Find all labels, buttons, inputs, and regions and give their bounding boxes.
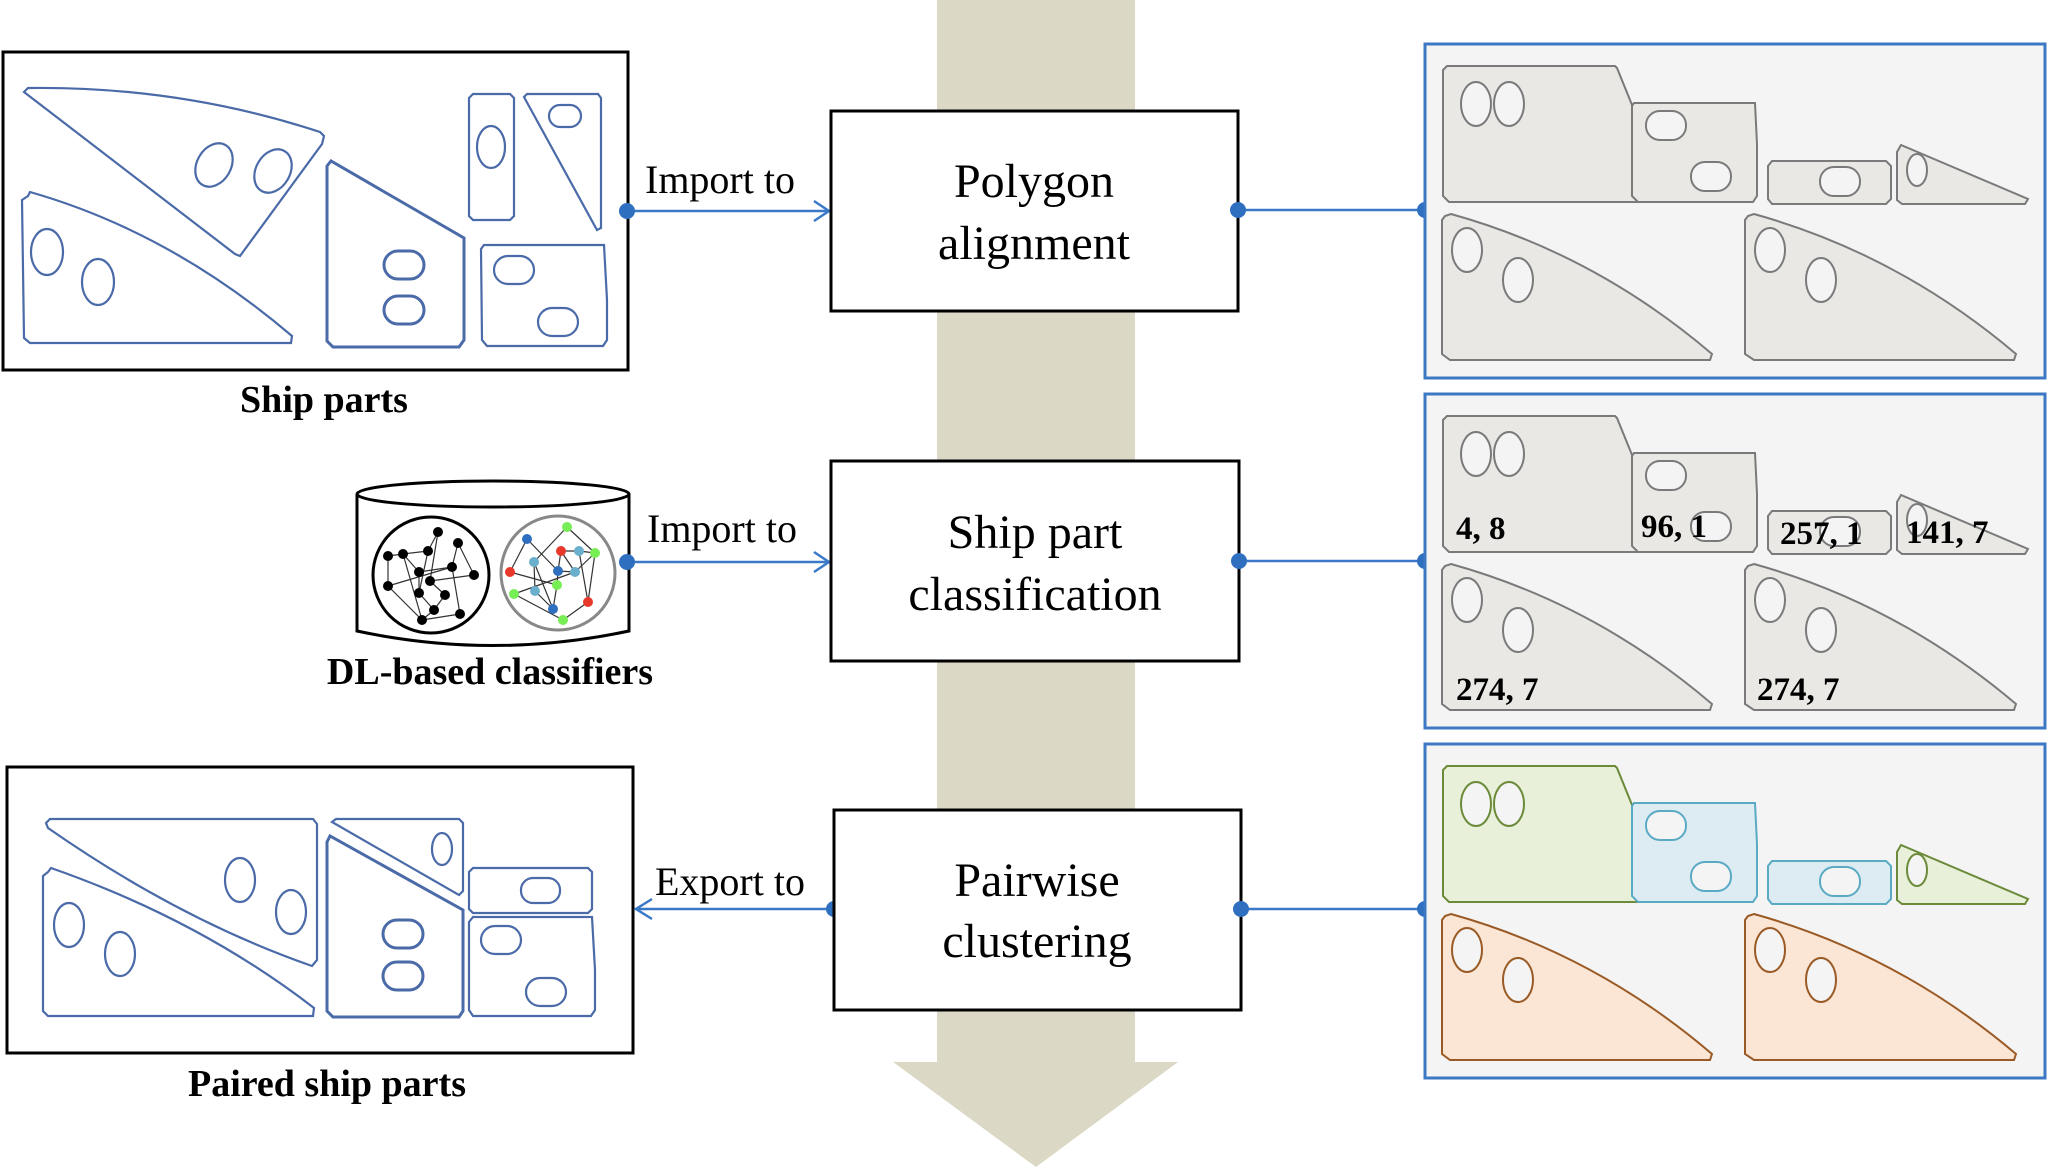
label-small-rect: 257, 1 bbox=[1780, 516, 1863, 552]
classification-labels: 4, 8 96, 1 257, 1 141, 7 274, 7 274, 7 bbox=[1456, 509, 1989, 708]
part-triangle bbox=[1896, 143, 2030, 205]
graph-node bbox=[423, 546, 433, 556]
graph-node bbox=[590, 548, 600, 558]
graph-node bbox=[552, 580, 562, 590]
graph-node bbox=[429, 605, 439, 615]
step-polygon-alignment: Polygon alignment bbox=[829, 109, 1240, 313]
import-to-label-1: Import to bbox=[645, 157, 795, 202]
part-curve-left bbox=[1441, 912, 1714, 1061]
step-1-line-1: Polygon bbox=[954, 155, 1114, 208]
ship-part-thin-triangle bbox=[522, 92, 603, 232]
label-trapezoid: 4, 8 bbox=[1456, 511, 1506, 547]
part-curve-right bbox=[1744, 562, 2018, 711]
classified-parts-panel bbox=[1423, 392, 2047, 730]
graph-node bbox=[414, 588, 424, 598]
label-curve-left: 274, 7 bbox=[1456, 672, 1539, 708]
ship-part-curved bbox=[20, 190, 294, 345]
part-curve-left bbox=[1441, 562, 1714, 711]
graph-node bbox=[548, 604, 558, 614]
graph-node bbox=[562, 522, 572, 532]
graph-network-black bbox=[383, 527, 479, 625]
step-pairwise-clustering: Pairwise clustering bbox=[832, 808, 1243, 1012]
graph-node bbox=[417, 615, 427, 625]
connector-right-2 bbox=[1231, 553, 1433, 569]
graph-node bbox=[455, 609, 465, 619]
part-small-rect bbox=[1767, 510, 1892, 555]
part-square bbox=[1631, 802, 1758, 903]
step-3-line-1: Pairwise bbox=[954, 854, 1119, 907]
ship-parts-caption: Ship parts bbox=[240, 379, 408, 421]
graph-node bbox=[398, 549, 408, 559]
part-small-rect bbox=[1767, 860, 1892, 905]
graph-node bbox=[522, 534, 532, 544]
paired-part-curved bbox=[41, 866, 316, 1018]
connector-right-3 bbox=[1233, 901, 1433, 917]
part-curve-right bbox=[1744, 212, 2018, 361]
graph-node bbox=[529, 557, 539, 567]
paired-ship-parts-caption: Paired ship parts bbox=[188, 1063, 466, 1105]
part-triangle bbox=[1896, 843, 2030, 905]
ship-parts-panel bbox=[1, 50, 630, 372]
paired-part-bevel bbox=[325, 833, 465, 1019]
graph-node bbox=[447, 562, 457, 572]
graph-node bbox=[469, 570, 479, 580]
graph-node bbox=[383, 551, 393, 561]
label-square: 96, 1 bbox=[1641, 509, 1707, 545]
graph-node bbox=[440, 590, 450, 600]
graph-node bbox=[556, 546, 566, 556]
classifier-database-icon bbox=[355, 479, 631, 647]
part-curve-right bbox=[1744, 912, 2018, 1061]
part-trapezoid bbox=[1442, 415, 1671, 553]
connector-import-1 bbox=[619, 199, 832, 223]
graph-node bbox=[433, 527, 443, 537]
graph-node bbox=[574, 546, 584, 556]
graph-node bbox=[530, 586, 540, 596]
paired-part-small-rect bbox=[467, 866, 594, 915]
graph-node bbox=[505, 567, 515, 577]
graph-node bbox=[558, 615, 568, 625]
step-3-line-2: clustering bbox=[942, 915, 1131, 968]
import-to-label-2: Import to bbox=[647, 506, 797, 551]
connector-right-1 bbox=[1230, 202, 1433, 218]
label-curve-right: 274, 7 bbox=[1757, 672, 1840, 708]
part-square bbox=[1631, 452, 1758, 553]
step-ship-part-classification: Ship part classification bbox=[829, 459, 1241, 663]
paired-ship-parts-panel bbox=[5, 765, 635, 1055]
paired-part-triangle bbox=[330, 817, 465, 897]
graph-node bbox=[553, 566, 563, 576]
graph-node bbox=[583, 597, 593, 607]
aligned-parts-panel bbox=[1423, 42, 2047, 380]
graph-node bbox=[383, 581, 393, 591]
paired-part-plate bbox=[467, 915, 597, 1018]
part-trapezoid bbox=[1442, 65, 1671, 203]
clustered-parts-panel bbox=[1423, 742, 2047, 1080]
part-trapezoid bbox=[1442, 765, 1671, 903]
paired-part-wedge bbox=[44, 817, 319, 968]
graph-network-colored bbox=[505, 522, 600, 625]
classifiers-caption: DL-based classifiers bbox=[327, 651, 653, 693]
export-to-label: Export to bbox=[655, 859, 805, 904]
graph-node bbox=[453, 538, 463, 548]
part-square bbox=[1631, 102, 1758, 203]
part-triangle bbox=[1896, 493, 2030, 555]
graph-node bbox=[414, 567, 424, 577]
ship-part-plate bbox=[479, 243, 609, 348]
ship-part-wedge bbox=[22, 86, 326, 258]
label-triangle: 141, 7 bbox=[1906, 515, 1989, 551]
part-curve-left bbox=[1441, 212, 1714, 361]
graph-node bbox=[425, 576, 435, 586]
step-2-line-2: classification bbox=[908, 568, 1161, 621]
connector-import-2 bbox=[619, 550, 832, 574]
step-2-line-1: Ship part bbox=[948, 506, 1123, 559]
step-1-line-2: alignment bbox=[938, 217, 1131, 270]
ship-part-tall-rect bbox=[467, 92, 516, 222]
graph-node bbox=[570, 567, 580, 577]
graph-node bbox=[509, 589, 519, 599]
part-small-rect bbox=[1767, 160, 1892, 205]
ship-part-bevel bbox=[325, 159, 466, 349]
